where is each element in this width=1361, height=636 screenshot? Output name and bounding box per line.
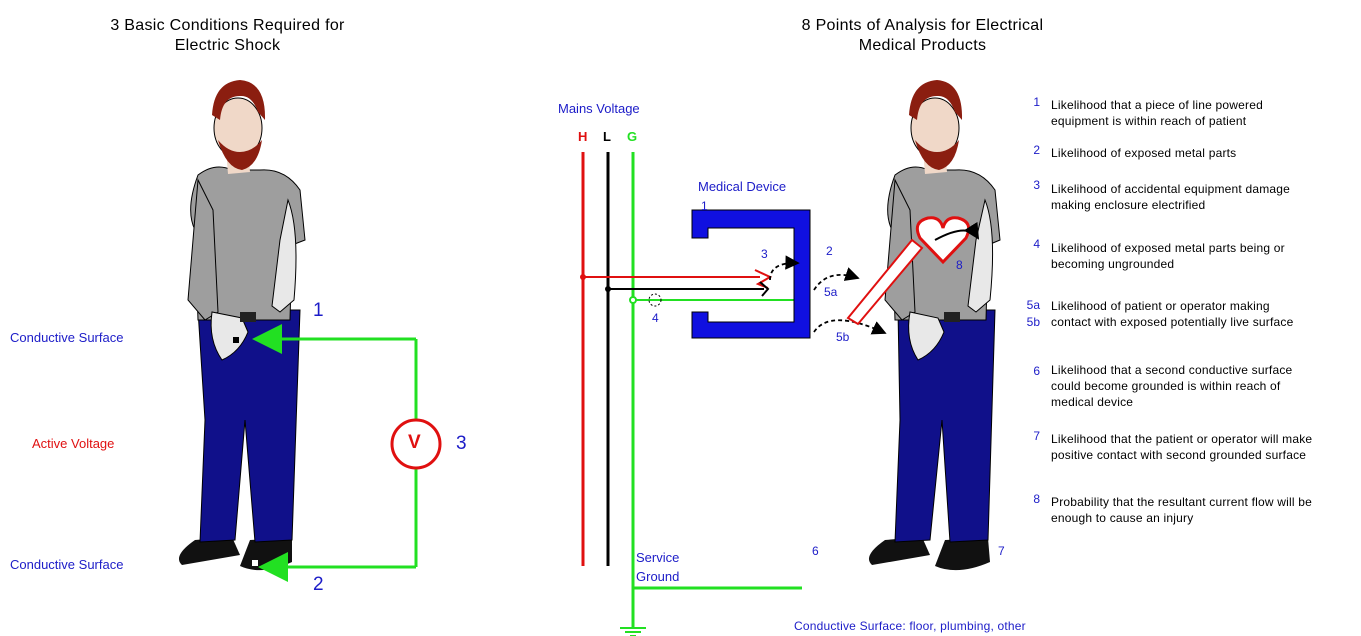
diagram-marker-4: 4 — [652, 311, 659, 325]
right-title-line-2: Medical Products — [858, 37, 987, 54]
analysis-text-4: Likelihood of exposed metal parts being … — [1051, 241, 1285, 271]
wire-label-h: H — [578, 129, 588, 144]
diagram-marker-5a: 5a — [824, 285, 838, 299]
left-title-line-1: 3 Basic Conditions Required for — [110, 17, 345, 34]
voltmeter-label: V — [408, 432, 421, 453]
analysis-text-1: Likelihood that a piece of line powered … — [1051, 98, 1263, 128]
diagram-marker-3: 3 — [761, 247, 768, 261]
label-ground: Ground — [636, 569, 680, 584]
device-wiring — [580, 269, 800, 307]
left-title-line-2: Electric Shock — [174, 37, 281, 54]
wire-label-g: G — [627, 129, 638, 144]
condition-marker-2: 2 — [313, 574, 324, 595]
analysis-text-3: Likelihood of accidental equipment damag… — [1051, 182, 1291, 212]
diagram-marker-2: 2 — [826, 244, 833, 258]
person-figure-right — [846, 80, 1001, 571]
analysis-text-7: Likelihood that the patient or operator … — [1051, 432, 1313, 462]
wire-label-l: L — [603, 129, 611, 144]
label-conductive-surface-top: Conductive Surface — [10, 330, 124, 345]
label-service: Service — [636, 550, 680, 565]
analysis-text-8: Probability that the resultant current f… — [1051, 495, 1312, 525]
analysis-text-5b: contact with exposed potentially live su… — [1051, 315, 1294, 329]
condition-marker-1: 1 — [313, 300, 324, 321]
condition-marker-3: 3 — [456, 433, 467, 454]
analysis-text-2: Likelihood of exposed metal parts — [1051, 146, 1237, 160]
label-conductive-surface-bottom: Conductive Surface — [10, 557, 124, 572]
diagram-marker-8: 8 — [956, 258, 963, 272]
analysis-num-8: 8 — [1033, 492, 1040, 506]
analysis-num-6: 6 — [1033, 364, 1040, 378]
left-title: 3 Basic Conditions Required for Electric… — [60, 16, 395, 56]
right-title-line-1: 8 Points of Analysis for Electrical — [801, 17, 1044, 34]
analysis-num-5a: 5a — [1026, 298, 1040, 312]
label-medical-device: Medical Device — [698, 179, 787, 194]
analysis-num-2: 2 — [1033, 143, 1040, 157]
medical-device-enclosure — [691, 209, 811, 339]
label-mains-voltage: Mains Voltage — [558, 101, 640, 116]
analysis-num-3: 3 — [1033, 178, 1040, 192]
person-figure-left — [178, 80, 306, 571]
analysis-num-4: 4 — [1033, 237, 1040, 251]
mains-wires — [581, 152, 802, 636]
diagram-marker-5b: 5b — [836, 330, 850, 344]
analysis-text-5a: Likelihood of patient or operator making — [1051, 299, 1270, 313]
diagram-marker-7: 7 — [998, 544, 1005, 558]
dashed-arrows — [769, 255, 887, 335]
analysis-text-6: Likelihood that a second conductive surf… — [1051, 363, 1293, 409]
label-active-voltage: Active Voltage — [32, 436, 115, 451]
label-floor-surface: Conductive Surface: floor, plumbing, oth… — [794, 619, 1026, 633]
analysis-num-7: 7 — [1033, 429, 1040, 443]
ground-symbol-icon — [620, 627, 646, 636]
voltmeter-icon — [390, 418, 442, 470]
shock-circuit — [252, 324, 442, 582]
right-title: 8 Points of Analysis for Electrical Medi… — [770, 16, 1075, 56]
diagram-marker-1: 1 — [701, 199, 708, 213]
analysis-num-5b: 5b — [1026, 315, 1040, 329]
analysis-num-1: 1 — [1033, 95, 1040, 109]
diagram-marker-6: 6 — [812, 544, 819, 558]
